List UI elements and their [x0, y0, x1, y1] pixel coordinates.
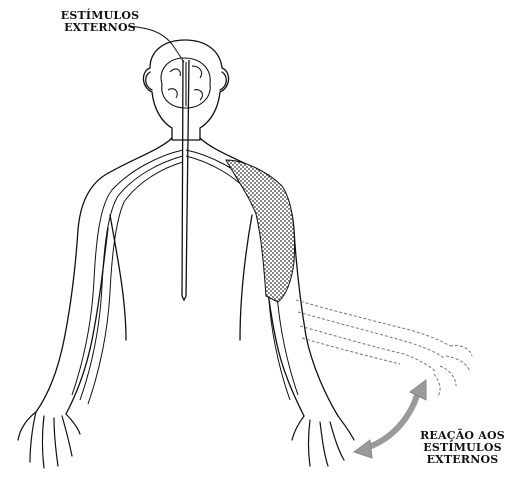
reaction-label: REAÇÃO AOS ESTÍMULOS EXTERNOS — [410, 430, 515, 466]
left-hand — [18, 412, 80, 468]
right-hand — [292, 416, 354, 466]
raised-arm-ghost — [296, 300, 472, 396]
reaction-label-line3: EXTERNOS — [410, 454, 515, 466]
stimulus-label: ESTÍMULOS EXTERNOS — [50, 10, 150, 34]
shaded-nerve-region — [226, 160, 295, 302]
left-arm-nerves — [72, 150, 183, 404]
stimulus-label-line2: EXTERNOS — [50, 22, 150, 34]
brain — [161, 58, 210, 108]
